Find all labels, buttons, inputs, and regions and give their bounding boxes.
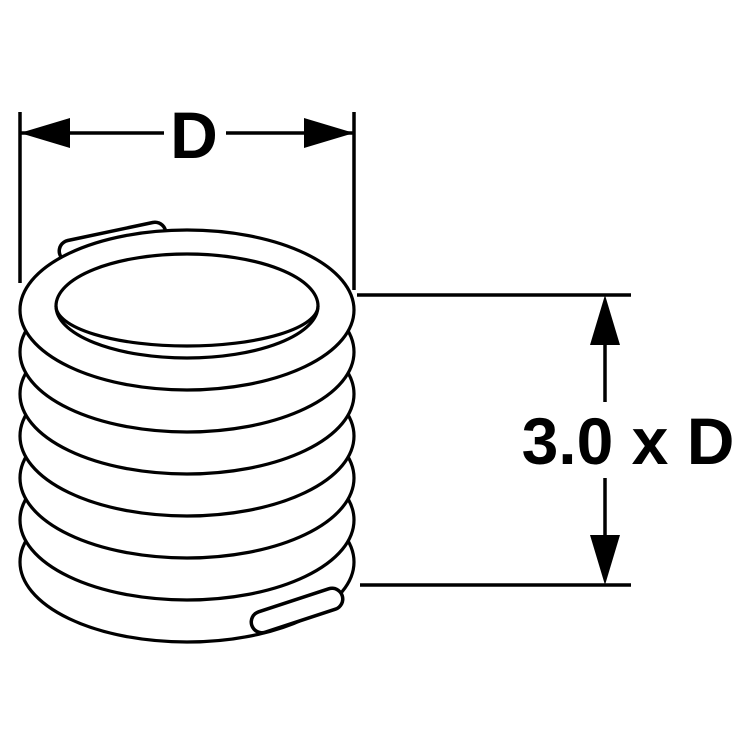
arrowhead-up-icon — [590, 295, 620, 345]
length-dimension: 3.0 x D — [357, 293, 735, 587]
diameter-label: D — [170, 98, 218, 172]
length-label: 3.0 x D — [522, 404, 735, 478]
diameter-dimension: D — [18, 98, 356, 290]
coil-drawing — [18, 220, 356, 644]
wire-end-bottom — [249, 586, 345, 635]
arrowhead-left-icon — [20, 118, 70, 148]
arrowhead-down-icon — [590, 535, 620, 585]
arrowhead-right-icon — [304, 118, 354, 148]
coil-inner-wall-arc — [54, 305, 320, 348]
coil-bore-opening — [54, 252, 320, 360]
